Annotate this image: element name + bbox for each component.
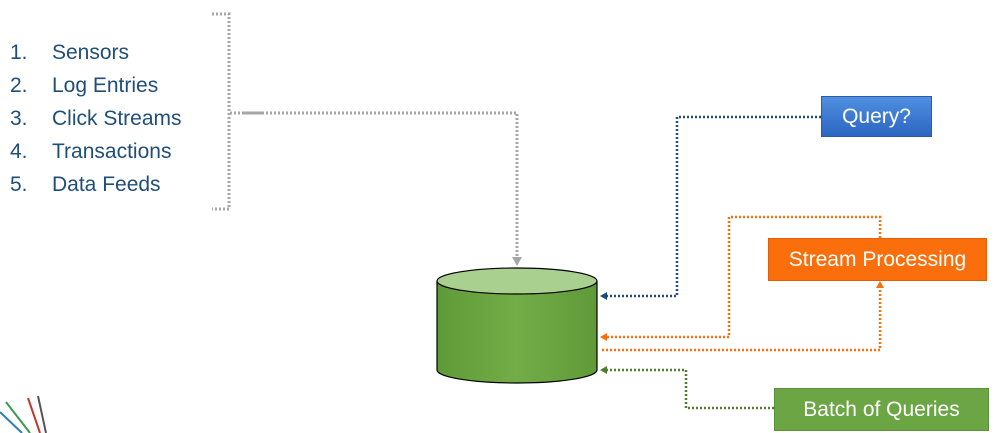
- query-box: Query?: [821, 96, 932, 137]
- batch-of-queries-box: Batch of Queries: [774, 388, 989, 431]
- list-item: 1. Sensors: [10, 36, 182, 69]
- list-item-label: Log Entries: [52, 74, 159, 97]
- list-item-number: 3.: [10, 107, 28, 130]
- stream-input-line: [602, 287, 882, 352]
- list-item-number: 2.: [10, 74, 28, 97]
- database-cylinder: [436, 267, 598, 384]
- stream-input-arrowhead: [876, 281, 884, 288]
- source-bracket: [212, 12, 231, 211]
- corner-logo: [0, 395, 47, 433]
- sources-arrowhead: [512, 257, 522, 266]
- stream-processing-box: Stream Processing: [768, 238, 987, 281]
- data-source-list: 1. Sensors 2. Log Entries 3. Click Strea…: [10, 36, 182, 201]
- list-item-number: 5.: [10, 173, 28, 196]
- list-item: 2. Log Entries: [10, 69, 182, 102]
- query-connector-line: [606, 115, 821, 298]
- batch-connector-line: [606, 368, 774, 410]
- list-item-label: Sensors: [52, 41, 130, 64]
- list-item-label: Click Streams: [52, 107, 182, 130]
- list-item: 3. Click Streams: [10, 102, 182, 135]
- list-item-number: 4.: [10, 140, 28, 163]
- query-arrowhead: [600, 292, 607, 300]
- sources-connector-line: [230, 111, 519, 260]
- list-item: 5. Data Feeds: [10, 168, 182, 201]
- list-item-number: 1.: [10, 41, 28, 64]
- list-item: 4. Transactions: [10, 135, 182, 168]
- list-item-label: Transactions: [52, 140, 172, 163]
- list-item-label: Data Feeds: [52, 173, 161, 196]
- stream-output-arrowhead: [600, 333, 607, 341]
- stream-output-line: [606, 215, 882, 339]
- database-top: [436, 267, 598, 295]
- batch-arrowhead: [600, 366, 607, 374]
